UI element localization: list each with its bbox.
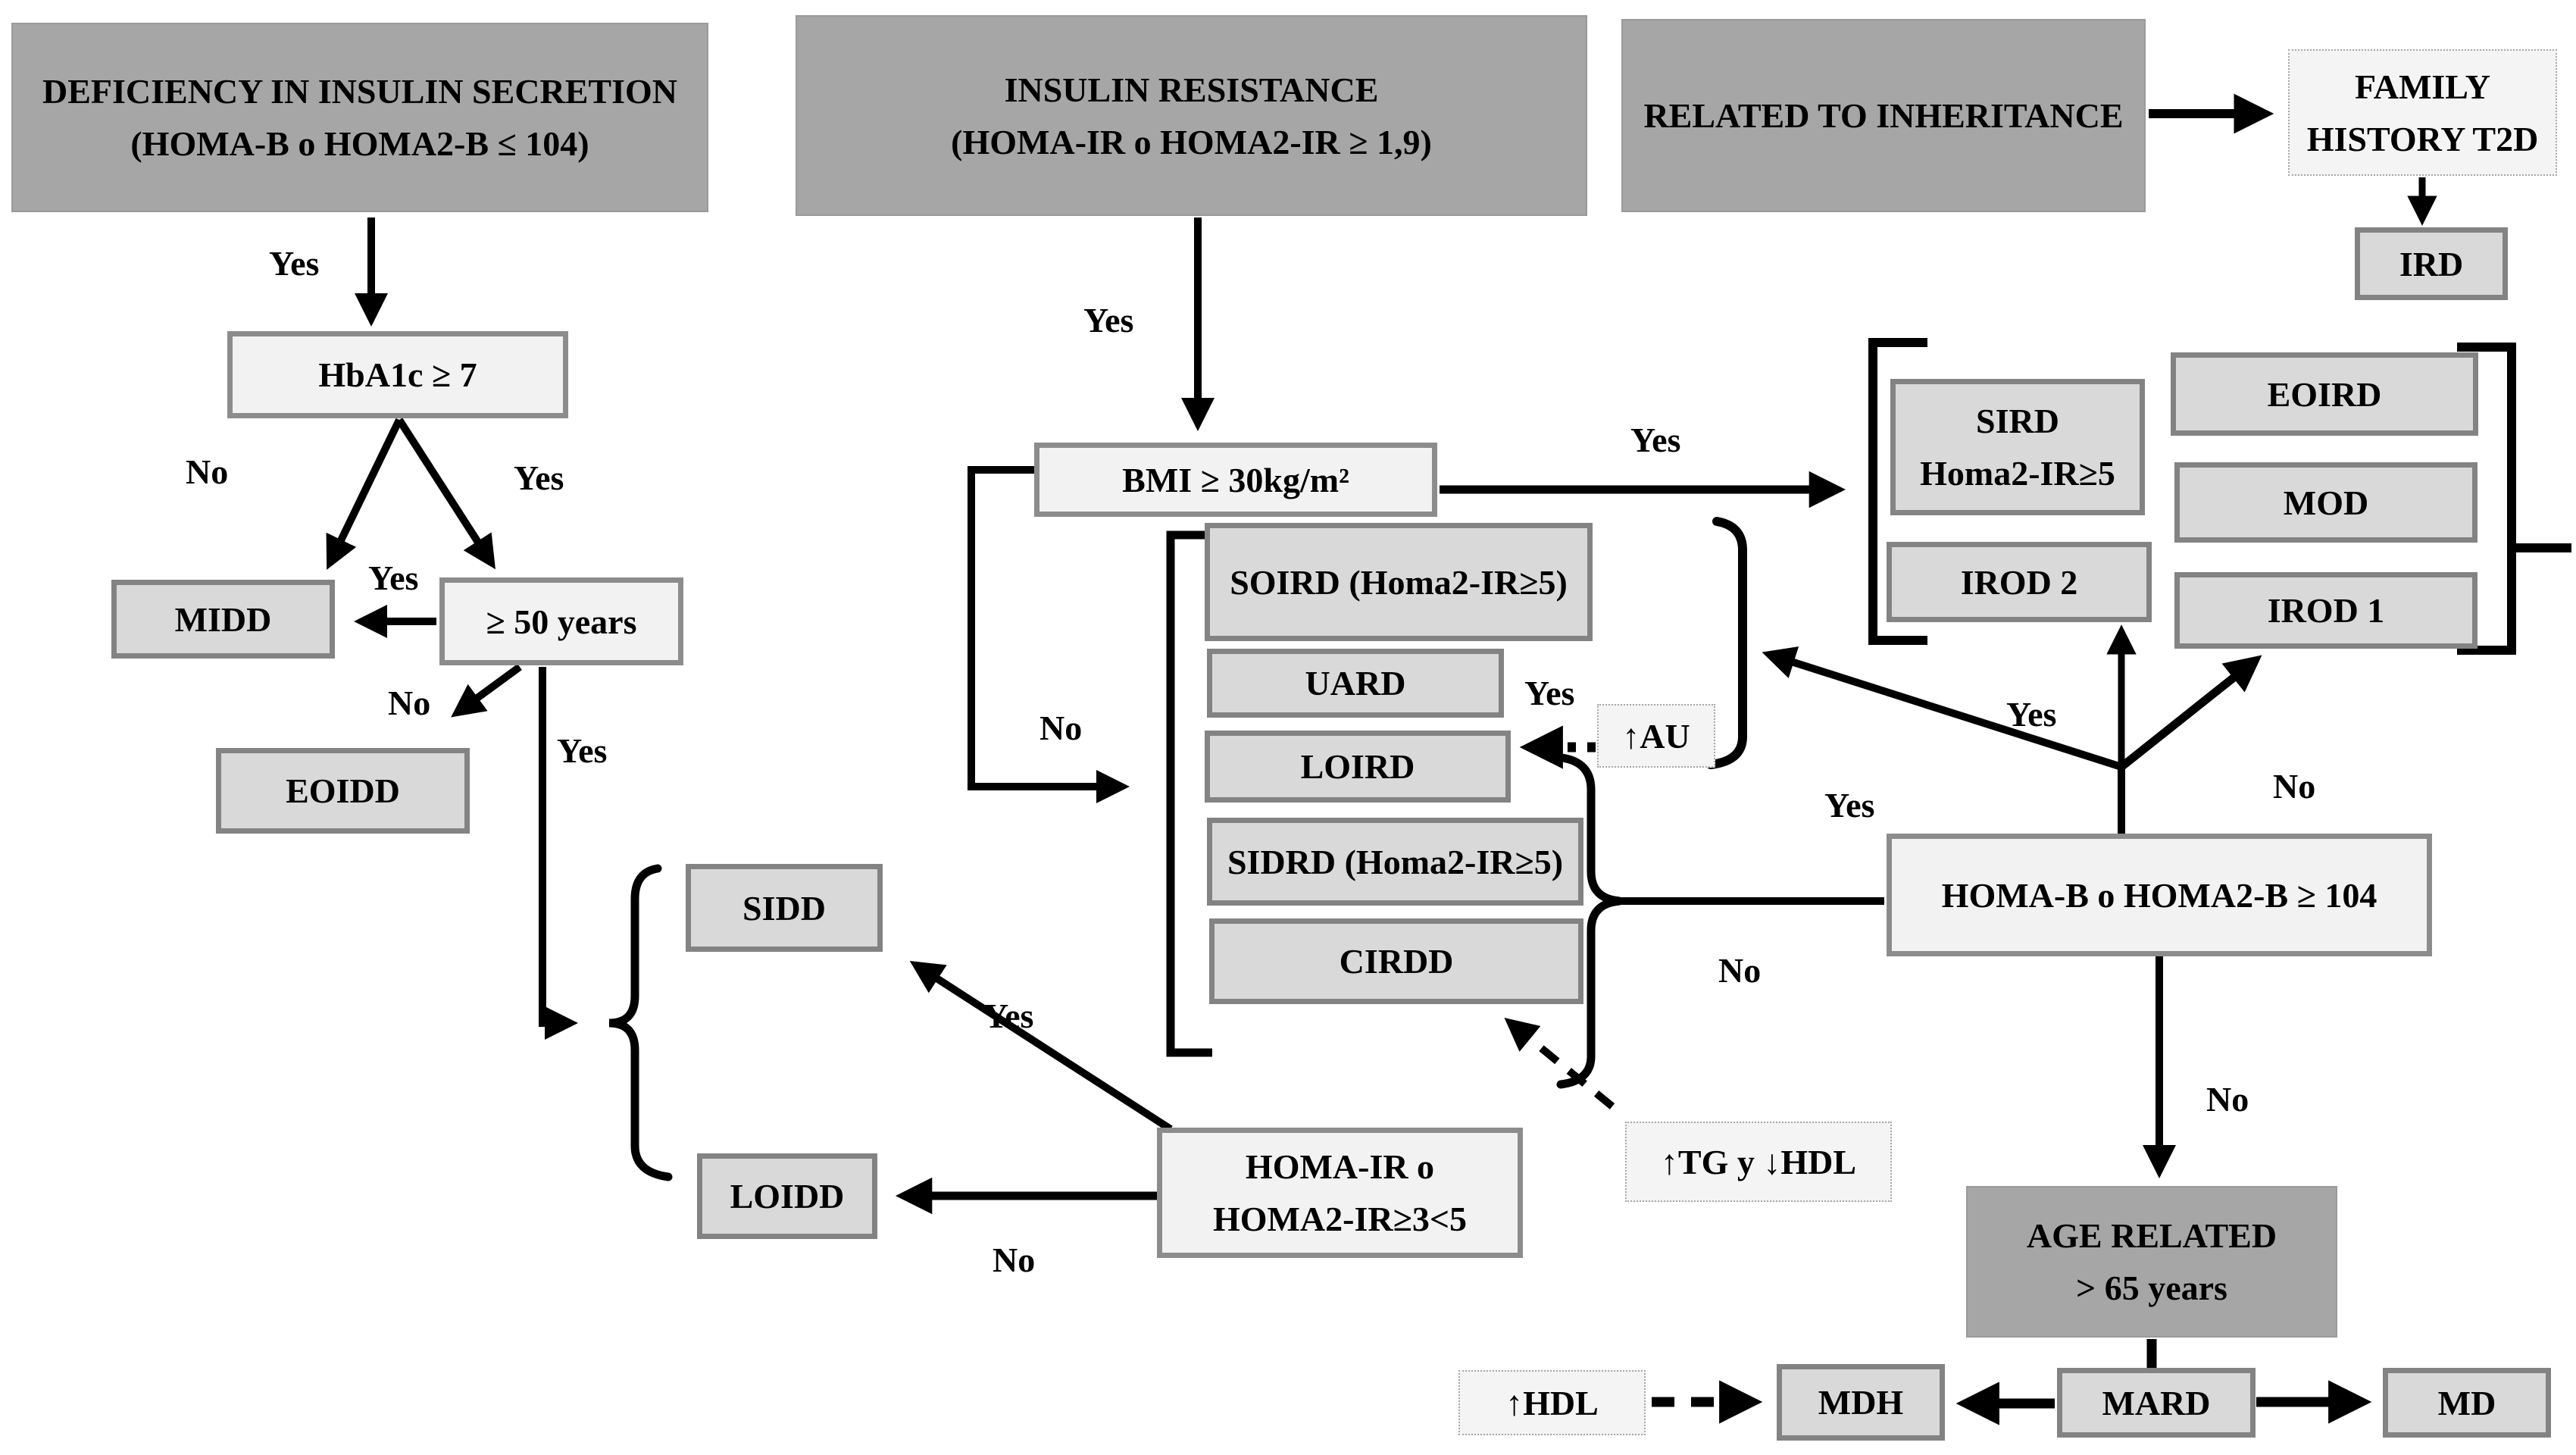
- label-hba1c-no: No: [186, 452, 229, 491]
- header-related-inheritance: RELATED TO INHERITANCE: [1621, 19, 2146, 212]
- box-cirdd: CIRDD: [1209, 918, 1583, 1004]
- brace-stack-right: [1556, 753, 1621, 1089]
- box-sidd: SIDD: [686, 864, 883, 952]
- bracket-sird-right: [2457, 343, 2516, 655]
- bracket-stack-left: [1166, 530, 1212, 1057]
- box-eoird: EOIRD: [2171, 352, 2478, 436]
- header-deficiency: DEFICIENCY IN INSULIN SECRETION (HOMA-B …: [11, 23, 708, 212]
- bracket-sird-left: [1868, 338, 1927, 645]
- box-midd: MIDD: [111, 580, 335, 659]
- label-bmi-no: No: [1039, 709, 1083, 747]
- label-hba1c-yes: Yes: [514, 458, 564, 497]
- box-mdh: MDH: [1777, 1364, 1945, 1441]
- label-homab-no-stack: No: [1718, 951, 1762, 990]
- box-tg-hdl: ↑TG y ↓HDL: [1625, 1122, 1892, 1202]
- box-hdl: ↑HDL: [1458, 1370, 1646, 1435]
- box-mod: MOD: [2174, 462, 2478, 543]
- arrow-homair-yes-to-sidd: [909, 961, 1173, 1133]
- label-homab-yes-left: Yes: [1824, 786, 1875, 824]
- box-homa-ir-3-5: HOMA-IR o HOMA2-IR≥3<5: [1157, 1128, 1523, 1258]
- box-loidd: LOIDD: [697, 1153, 877, 1239]
- arrow-age50-yes-down-to-brace: [539, 667, 579, 1040]
- label-deficiency-yes: Yes: [269, 244, 320, 283]
- box-age50: ≥ 50 years: [439, 577, 683, 665]
- box-mard: MARD: [2057, 1368, 2256, 1438]
- label-au-yes: Yes: [1524, 674, 1575, 712]
- box-bmi: BMI ≥ 30kg/m²: [1034, 443, 1437, 517]
- box-sird: SIRD Homa2-IR≥5: [1890, 379, 2145, 515]
- box-ird: IRD: [2355, 227, 2508, 300]
- arrow-homab-no-to-irod1: [2118, 655, 2262, 771]
- arrow-bmi-no-to-stack: [968, 466, 1130, 804]
- brace-sidd-loidd: [608, 864, 673, 1181]
- bracket-au-right: [1706, 517, 1747, 769]
- label-age50-yes: Yes: [557, 731, 608, 770]
- box-soird: SOIRD (Homa2-IR≥5): [1205, 523, 1593, 641]
- box-sidrd: SIDRD (Homa2-IR≥5): [1207, 818, 1583, 906]
- label-bmi-yes: Yes: [1630, 421, 1681, 459]
- header-age-related: AGE RELATED > 65 years: [1966, 1186, 2337, 1338]
- header-insulin-resistance: INSULIN RESISTANCE (HOMA-IR o HOMA2-IR ≥…: [796, 15, 1587, 216]
- box-eoidd: EOIDD: [216, 748, 470, 834]
- arrow-hba1c-no-to-midd: [326, 418, 403, 570]
- box-irod1: IROD 1: [2174, 572, 2478, 649]
- box-au: ↑AU: [1597, 704, 1715, 768]
- label-homab-no-right: No: [2273, 767, 2316, 806]
- box-irod2: IROD 2: [1887, 542, 2152, 622]
- label-homair-no: No: [993, 1241, 1036, 1279]
- label-homab-yes-mid: Yes: [2006, 695, 2057, 734]
- box-homa-b-104: HOMA-B o HOMA2-B ≥ 104: [1887, 834, 2432, 956]
- label-age50-midd-yes: Yes: [368, 559, 419, 597]
- arrow-hba1c-yes-to-age50: [395, 418, 496, 570]
- arrow-homab-yes-to-stack-bracket: [1762, 646, 2123, 771]
- label-homab-no-down: No: [2206, 1080, 2249, 1119]
- arrow-age50-no-to-eoidd: [451, 663, 522, 718]
- label-age50-no: No: [388, 684, 431, 722]
- label-resistance-yes: Yes: [1083, 301, 1134, 340]
- arrow-tg-dashed-to-cirdd: [1504, 1018, 1615, 1109]
- box-uard: UARD: [1207, 649, 1504, 718]
- box-md: MD: [2383, 1368, 2551, 1438]
- box-family-history: FAMILY HISTORY T2D: [2288, 49, 2557, 176]
- label-homair-yes: Yes: [983, 997, 1034, 1035]
- box-hba1c: HbA1c ≥ 7: [227, 331, 568, 418]
- box-loird: LOIRD: [1205, 731, 1511, 803]
